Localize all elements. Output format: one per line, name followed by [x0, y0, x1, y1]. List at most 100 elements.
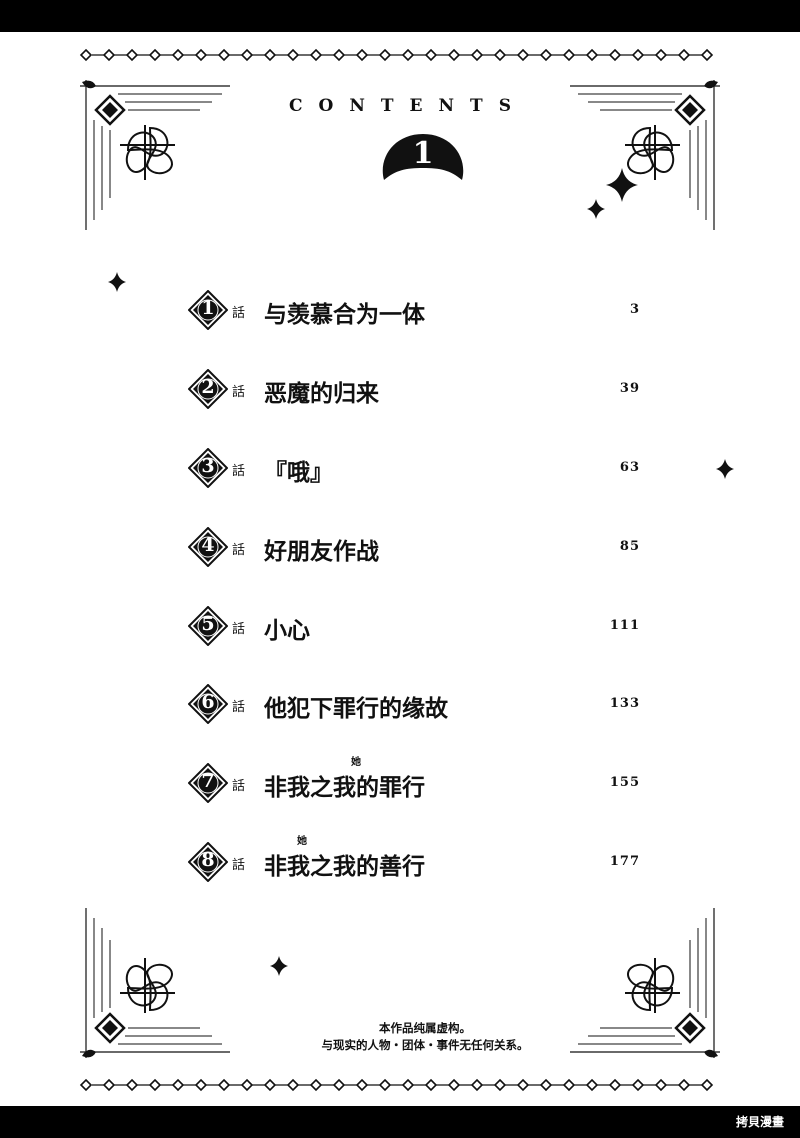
border-diamond: [102, 48, 116, 62]
toc-row: 2 話 恶魔的归来 39: [0, 367, 800, 411]
chapter-number: 1: [201, 297, 215, 319]
border-diamond: [263, 1078, 277, 1092]
border-diamond: [585, 1078, 599, 1092]
border-diamond: [309, 1078, 323, 1092]
chapter-suffix: 話: [232, 385, 246, 400]
chapter-badge-icon: [188, 290, 228, 330]
chapter-page-number: 85: [619, 539, 640, 554]
chapter-page-number: 39: [619, 381, 640, 396]
border-diamond: [263, 48, 277, 62]
chapter-number: 3: [201, 455, 215, 477]
border-diamond: [286, 1078, 300, 1092]
sparkle-right: [716, 459, 734, 479]
chapter-number: 4: [201, 534, 215, 556]
chapter-page-number: 177: [609, 854, 640, 869]
border-diamond: [240, 1078, 254, 1092]
border-diamond: [700, 48, 714, 62]
border-diamond: [516, 48, 530, 62]
disclaimer-line-1: 本作品纯属虚构。: [379, 1021, 471, 1035]
chapter-title: 恶魔的归来: [264, 381, 379, 407]
border-diamond: [217, 1078, 231, 1092]
border-diamond: [194, 1078, 208, 1092]
border-diamond: [355, 48, 369, 62]
border-diamond: [171, 48, 185, 62]
chapter-page-number: 155: [609, 775, 640, 790]
chapter-suffix: 話: [232, 306, 246, 321]
border-diamond: [631, 48, 645, 62]
border-diamond: [447, 1078, 461, 1092]
chapter-badge-icon: [188, 763, 228, 803]
border-diamond: [539, 1078, 553, 1092]
chapter-ruby: 她: [351, 757, 361, 768]
chapter-suffix: 話: [232, 858, 246, 873]
chapter-badge-icon: [188, 448, 228, 488]
sparkle-left: [108, 272, 126, 292]
chapter-number: 8: [201, 849, 215, 871]
border-diamond: [240, 48, 254, 62]
chapter-suffix: 話: [232, 543, 246, 558]
chapter-title: 与羡慕合为一体: [264, 302, 425, 328]
sparkle-small: [587, 199, 605, 219]
border-diamond: [493, 48, 507, 62]
border-diamond: [102, 1078, 116, 1092]
disclaimer-line-2: 与现实的人物・团体・事件无任何关系。: [321, 1038, 529, 1052]
chapter-title: 『哦』: [264, 460, 333, 486]
chapter-badge-icon: [188, 842, 228, 882]
chapter-badge-icon: [188, 606, 228, 646]
border-diamond: [631, 1078, 645, 1092]
sparkle-bottom: [270, 956, 288, 976]
border-diamond: [125, 48, 139, 62]
border-diamond: [493, 1078, 507, 1092]
contents-heading: CONTENTS: [289, 96, 527, 116]
chapter-ruby: 她: [297, 836, 307, 847]
border-diamond: [677, 48, 691, 62]
chapter-suffix: 話: [232, 779, 246, 794]
chapter-badge-icon: [188, 369, 228, 409]
border-diamond: [171, 1078, 185, 1092]
volume-badge: [382, 134, 464, 180]
chapter-page-number: 133: [609, 696, 640, 711]
border-diamond: [424, 1078, 438, 1092]
volume-number: 1: [412, 136, 434, 171]
border-diamond: [608, 48, 622, 62]
border-diamond: [700, 1078, 714, 1092]
watermark: 拷貝漫畫: [731, 1111, 788, 1132]
border-diamond: [148, 1078, 162, 1092]
chapter-page-number: 111: [609, 618, 640, 633]
border-diamond: [562, 48, 576, 62]
chapter-title: 他犯下罪行的缘故: [264, 696, 448, 722]
border-diamond: [654, 48, 668, 62]
border-diamond: [125, 1078, 139, 1092]
border-diamond: [562, 1078, 576, 1092]
border-diamond: [470, 1078, 484, 1092]
border-diamond: [309, 48, 323, 62]
border-diamond: [677, 1078, 691, 1092]
border-diamond: [378, 48, 392, 62]
border-diamond: [217, 48, 231, 62]
top-black-bar: [0, 0, 800, 32]
border-diamond: [401, 1078, 415, 1092]
chapter-number: 6: [201, 691, 215, 713]
chapter-title: 好朋友作战: [264, 539, 379, 565]
chapter-badge-icon: [188, 684, 228, 724]
border-diamond: [585, 48, 599, 62]
chapter-number: 5: [201, 613, 215, 635]
chapter-badge-icon: [188, 527, 228, 567]
chapter-page-number: 63: [619, 460, 640, 475]
border-diamond: [401, 48, 415, 62]
border-diamond: [654, 1078, 668, 1092]
border-diamond: [608, 1078, 622, 1092]
border-diamond: [332, 1078, 346, 1092]
border-diamond: [516, 1078, 530, 1092]
border-diamond: [424, 48, 438, 62]
border-diamond: [286, 48, 300, 62]
border-diamond: [332, 48, 346, 62]
chapter-number: 7: [201, 770, 215, 792]
sparkle-large: [606, 168, 638, 202]
chapter-number: 2: [201, 376, 215, 398]
